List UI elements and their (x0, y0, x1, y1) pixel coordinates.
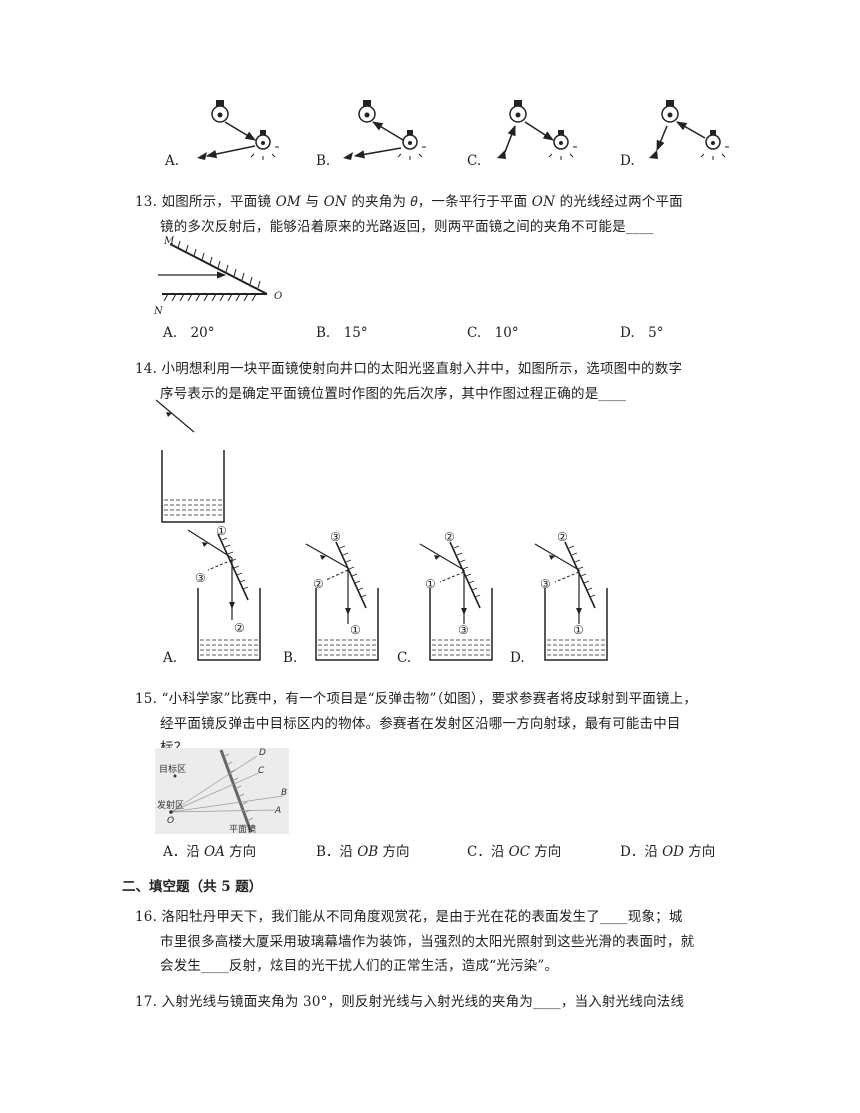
q16-line3: 会发生____反射，炫目的光干扰人们的正常生活，造成“光污染”。 (160, 958, 559, 974)
eye-icon (343, 152, 353, 160)
lit-bulb-icon (548, 130, 577, 160)
q13-option-c[interactable]: C. 10° (467, 325, 519, 341)
q13-stem-line1: 13. 如图所示，平面镜 𝑂𝑀 与 𝑂𝑁 的夹角为 𝜃，一条平行于平面 𝑂𝑁 的… (135, 194, 683, 210)
point-d-label: D (259, 748, 266, 758)
section-title: 二、填空题（共 5 题） (122, 879, 263, 895)
q13-option-d[interactable]: D. 5° (620, 325, 664, 341)
q14-stem-line2: 序号表示的是确定平面镜位置时作图的先后次序，其中作图过程正确的是____ (160, 386, 627, 402)
q15-option-c[interactable]: C．沿 𝑂𝐶 方向 (467, 844, 562, 860)
q13-stem-line2: 镜的多次反射后，能够沿着原来的光路返回，则两平面镜之间的夹角不可能是____ (160, 219, 654, 235)
label-o: O (274, 291, 282, 302)
q15-option-b[interactable]: B．沿 𝑂𝐵 方向 (316, 844, 410, 860)
label-n: N (153, 306, 164, 317)
q16-line2: 市里很多高楼大厦采用玻璃幕墙作为装饰，当强烈的太阳光照射到这些光滑的表面时，就 (160, 934, 695, 950)
q15-option-d[interactable]: D．沿 𝑂𝐷 方向 (620, 844, 716, 860)
bulb-icon (358, 100, 376, 123)
point-b-label: B (281, 788, 288, 798)
q15-stem-line2: 经平面镜反弹击中目标区内的物体。参赛者在发射区沿哪一方向射球，最有可能击中目 (160, 716, 681, 732)
q12-figure-c (497, 100, 577, 160)
bulb-icon (211, 100, 229, 123)
q12-option-a[interactable]: A. (165, 153, 180, 169)
q13-figure: M N O (153, 236, 282, 317)
eye-icon (649, 150, 658, 159)
q14-option-a[interactable]: A. (163, 650, 178, 666)
eye-icon (497, 150, 506, 159)
step-label: ② (313, 577, 324, 591)
step-label: ③ (330, 530, 341, 544)
step-label: ③ (540, 577, 551, 591)
point-o-label: O (167, 816, 175, 826)
q12-figure-b (343, 100, 426, 160)
point-c-label: C (258, 766, 265, 776)
step-label: ① (350, 623, 361, 637)
q17-line1: 17. 入射光线与镜面夹角为 30°，则反射光线与入射光线的夹角为____，当入… (135, 994, 685, 1010)
q14-option-b[interactable]: B. (283, 650, 298, 666)
lit-bulb-icon (397, 130, 426, 160)
q13-option-b[interactable]: B. 15° (316, 325, 368, 341)
q14-option-c[interactable]: C. (397, 650, 412, 666)
q15-photo: 目标区 发射区 平面镜 O D C B A (155, 748, 289, 835)
point-a-label: A (275, 806, 282, 816)
launch-zone-label: 发射区 (157, 801, 185, 811)
step-label: ② (234, 621, 245, 635)
q12-option-c[interactable]: C. (467, 153, 482, 169)
step-label: ② (557, 530, 568, 544)
q13-option-a[interactable]: A. 20° (163, 325, 215, 341)
mirror-label: 平面镜 (229, 825, 257, 835)
step-label: ① (216, 524, 227, 538)
q14-stem-line1: 14. 小明想利用一块平面镜使射向井口的太阳光竖直射入井中，如图所示，选项图中的… (135, 361, 683, 377)
step-label: ② (444, 530, 455, 544)
q14-well-figure (155, 399, 225, 523)
q14-option-d[interactable]: D. (510, 650, 525, 666)
lit-bulb-icon (250, 130, 279, 160)
q14-figure-b: ③ ② ① (305, 530, 379, 661)
lit-bulb-icon (700, 130, 729, 160)
q16-line1: 16. 洛阳牡丹甲天下，我们能从不同角度观赏花，是由于光在花的表面发生了____… (135, 909, 683, 925)
q12-figure-d (649, 100, 729, 160)
eye-icon (197, 152, 207, 160)
step-label: ③ (195, 571, 206, 585)
q12-option-b[interactable]: B. (316, 153, 331, 169)
q14-figure-a: ① ③ ② (187, 524, 261, 661)
q14-figure-c: ② ① ③ (419, 530, 493, 661)
step-label: ③ (458, 623, 469, 637)
q15-stem-line1: 15. “小科学家”比赛中，有一个项目是“反弹击物”（如图），要求参赛者将皮球射… (135, 691, 698, 707)
label-m: M (163, 236, 175, 247)
q12-figure-a (197, 100, 279, 160)
q15-option-a[interactable]: A．沿 𝑂𝐴 方向 (163, 844, 257, 860)
step-label: ① (573, 623, 584, 637)
bulb-icon (661, 100, 679, 123)
step-label: ① (425, 577, 436, 591)
target-zone-label: 目标区 (159, 765, 187, 775)
q14-figure-d: ② ③ ① (534, 530, 608, 661)
bulb-icon (509, 100, 527, 123)
q12-option-d[interactable]: D. (620, 153, 635, 169)
